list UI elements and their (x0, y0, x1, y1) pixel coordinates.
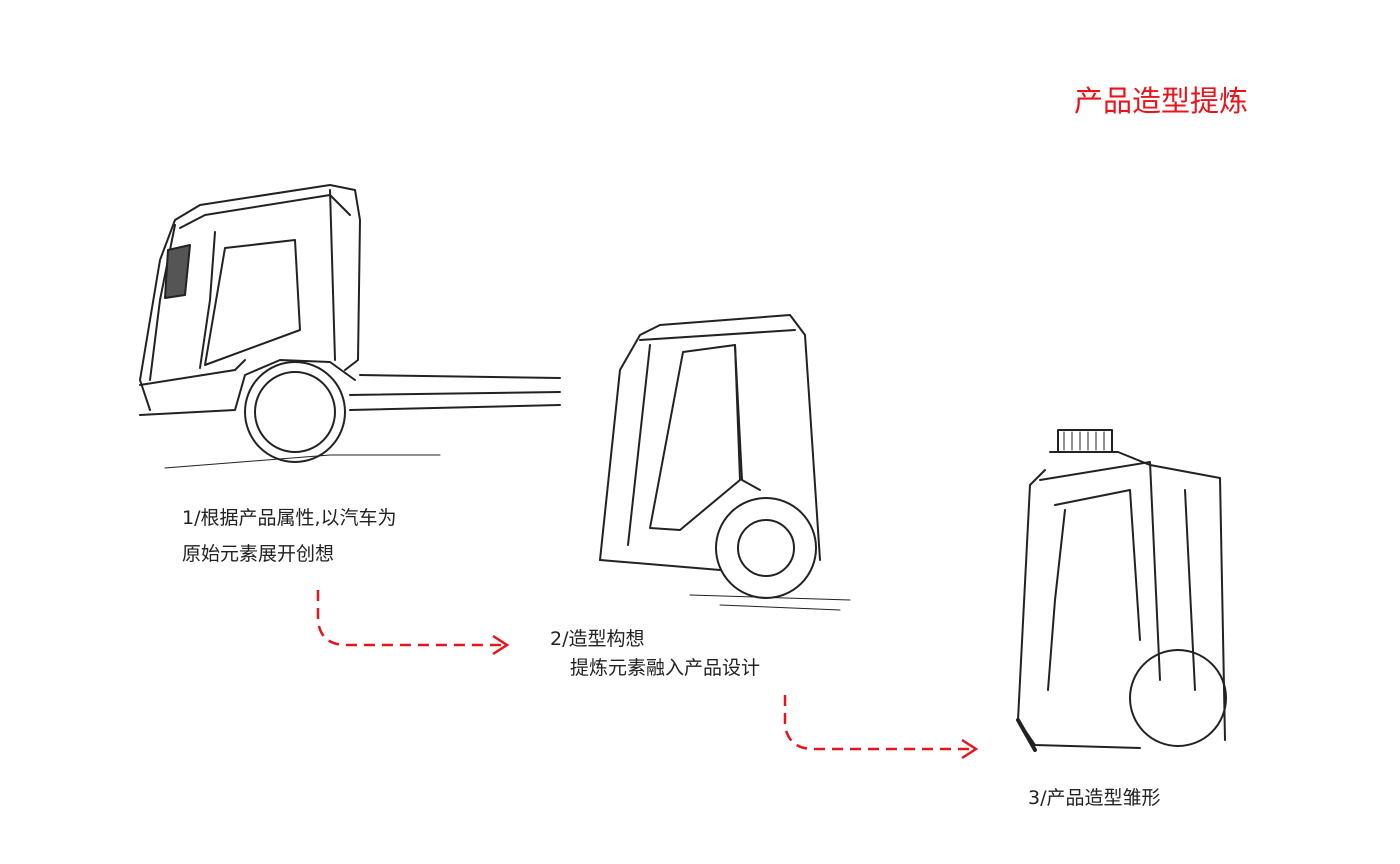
cabin-sketch (599, 314, 851, 611)
arrow-head-icon (492, 634, 510, 656)
step3-line1: 3/产品造型雏形 (1028, 787, 1161, 809)
truck-sketch (139, 184, 561, 469)
step1-line2: 原始元素展开创想 (182, 543, 335, 565)
step1-line1: 1/根据产品属性,以汽车为 (182, 507, 397, 529)
step2-line1: 2/造型构想 (550, 628, 645, 650)
step2-line2: 提炼元素融入产品设计 (570, 657, 761, 679)
flow-arrow-1 (316, 590, 505, 647)
page-title: 产品造型提炼 (1074, 84, 1249, 118)
flow-arrow-2 (783, 695, 975, 751)
arrow-head-icon (961, 738, 979, 760)
bottle-sketch (1016, 429, 1227, 752)
